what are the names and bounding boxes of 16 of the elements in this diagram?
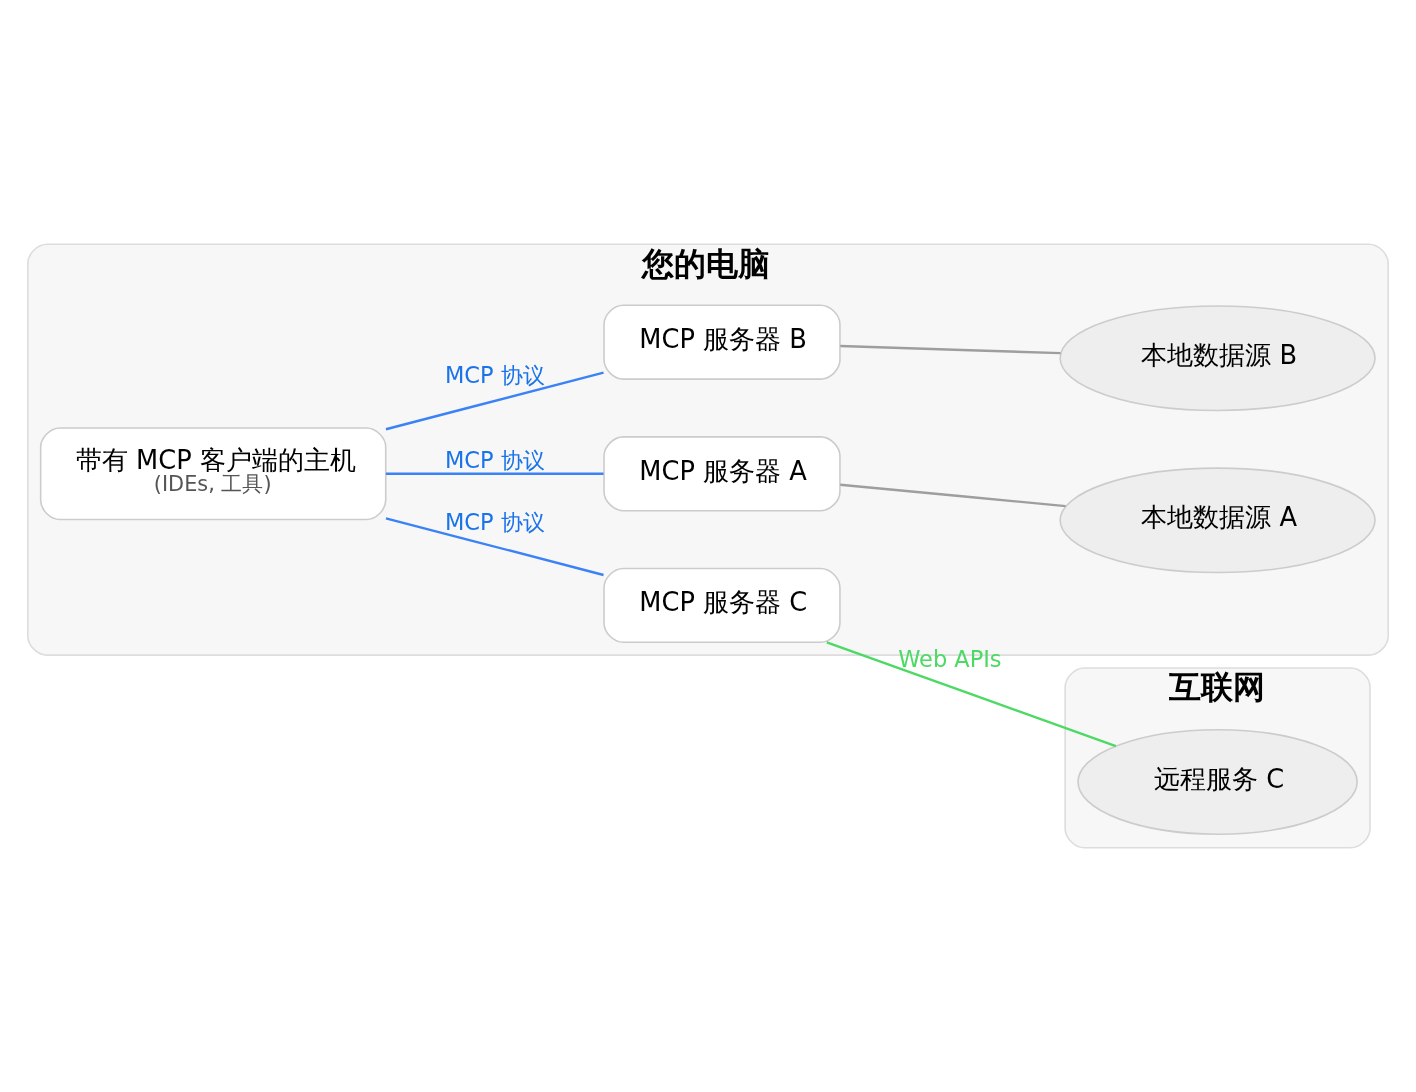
node-ellipse: 本地数据源 B — [1059, 305, 1376, 412]
node-box: MCP 服务器 A — [603, 436, 841, 512]
connector — [385, 472, 604, 475]
connector — [385, 371, 604, 431]
node-ellipse: 远程服务 C — [1077, 728, 1358, 835]
node-ellipse: 本地数据源 A — [1059, 467, 1376, 574]
connector — [840, 344, 1061, 355]
connector — [385, 517, 604, 577]
edge-label: MCP 协议 — [444, 509, 545, 536]
connector — [826, 641, 1117, 748]
node-box: 带有 MCP 客户端的主机 (IDEs, 工具) — [39, 427, 387, 521]
node-box: MCP 服务器 C — [603, 567, 841, 644]
node-box: MCP 服务器 B — [603, 304, 841, 380]
edge-label: MCP 协议 — [444, 446, 545, 473]
edge-label: MCP 协议 — [444, 361, 545, 388]
connector — [840, 483, 1066, 508]
